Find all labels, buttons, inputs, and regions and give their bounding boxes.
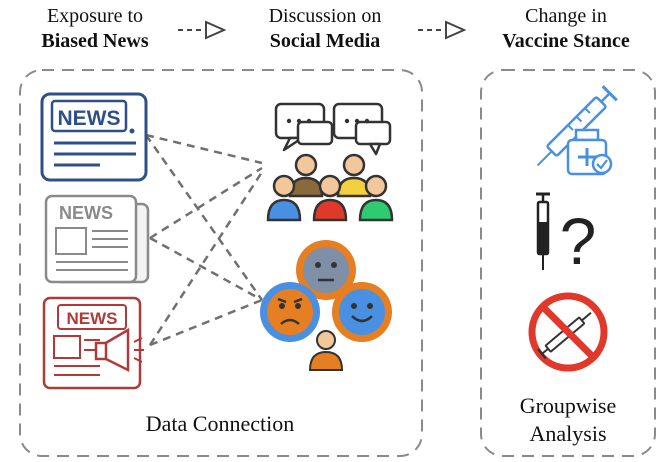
emotions-icon — [260, 240, 392, 371]
chat-bubble-right-icon — [332, 102, 392, 156]
syringe-question-icon: ? — [536, 192, 597, 278]
no-vaccine-icon — [528, 292, 608, 372]
header-change-line1: Change in — [525, 5, 607, 27]
question-mark: ? — [560, 204, 597, 278]
arrow-1-icon — [178, 20, 227, 40]
header-exposure-line1: Exposure to — [46, 5, 144, 27]
groupwise-line1: Groupwise — [519, 393, 617, 418]
header-exposure-line2: Biased News — [41, 30, 149, 52]
header-discussion-line2: Social Media — [269, 30, 381, 52]
right-panel — [480, 69, 656, 457]
news-gray-label: NEWS — [59, 203, 113, 223]
header-discussion: Discussion on Social Media — [236, 4, 414, 54]
left-panel — [19, 69, 423, 457]
chat-bubble-left-icon — [274, 102, 334, 152]
news-gray-icon: NEWS — [44, 194, 150, 284]
header-change: Change in Vaccine Stance — [478, 4, 654, 54]
header-change-line2: Vaccine Stance — [502, 30, 630, 52]
data-connection-caption: Data Connection — [145, 411, 295, 436]
connection-lines — [144, 133, 264, 347]
discussion-icon — [266, 102, 394, 222]
news-red-label: NEWS — [67, 309, 118, 328]
header-discussion-line1: Discussion on — [268, 5, 382, 27]
groupwise-analysis-caption: Groupwise Analysis — [482, 392, 654, 448]
syringe-vial-icon — [536, 85, 618, 176]
arrow-2-icon — [418, 20, 467, 40]
news-blue-icon: NEWS — [40, 92, 148, 182]
news-red-icon: NEWS — [42, 296, 144, 390]
news-blue-label: NEWS — [58, 107, 121, 130]
groupwise-line2: Analysis — [529, 421, 607, 446]
header-exposure: Exposure to Biased News — [10, 4, 180, 54]
